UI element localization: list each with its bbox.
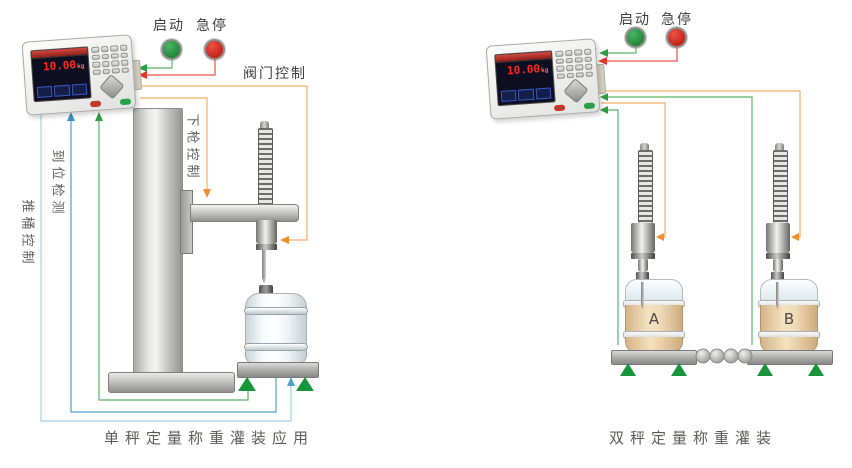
weight-unit: kg (540, 66, 549, 75)
indicator-green-key (583, 102, 596, 110)
display-weight-value: 10.00kg (496, 59, 553, 79)
right-valve-b-wire (601, 90, 801, 238)
right-valve-a-wire (601, 102, 666, 238)
left-estop-wire (147, 58, 216, 76)
gun-down-control-label: 下枪控制 (184, 113, 200, 182)
barrel-rib (244, 307, 308, 315)
display-status-cells (36, 83, 88, 98)
estop-button (666, 27, 687, 48)
load-cell-triangle (296, 377, 314, 391)
right-start-label: 启动 (619, 12, 651, 28)
scale-a-platform (611, 350, 697, 365)
right-wire-arrows (598, 49, 799, 241)
indicator-green-key (119, 98, 132, 106)
gun-a-cylinder (631, 223, 655, 253)
gun-a-nozzle (641, 282, 644, 310)
left-load-cells (238, 377, 314, 391)
gun-b-nozzle (776, 282, 779, 310)
roller (709, 348, 725, 364)
conveyor-rollers (695, 348, 753, 364)
gun-a-threaded-rod (638, 150, 653, 223)
right-scale-a-signal-wire (608, 109, 619, 345)
gun-a-shaft (638, 259, 648, 272)
left-estop-label: 急停 (196, 18, 228, 34)
fill-gun-cylinder (256, 220, 277, 244)
indicator-display: 10.00kg (30, 46, 92, 103)
arm-bracket (180, 190, 193, 254)
start-button (161, 39, 182, 60)
weight-unit: kg (76, 62, 85, 71)
indicator-housing: 10.00kg (485, 38, 601, 120)
start-button (625, 27, 646, 48)
roller (695, 348, 711, 364)
display-status-cells (500, 87, 552, 102)
indicator-nav-pad (99, 74, 125, 100)
barrel (244, 293, 308, 365)
indicator-housing: 10.00kg (21, 34, 137, 116)
barrel-a: A (623, 279, 685, 352)
weighing-indicator: 10.00kg (485, 38, 607, 120)
indicator-keypad (555, 48, 593, 80)
fill-gun-threaded-rod (258, 128, 273, 206)
weight-digits: 10.00 (506, 62, 541, 78)
roller (723, 348, 739, 364)
right-estop-wire (607, 47, 678, 62)
weight-digits: 10.00 (42, 58, 77, 74)
barrel-b: B (758, 279, 820, 352)
position-detect-label: 到位检测 (49, 149, 65, 218)
right-estop-label: 急停 (661, 12, 693, 28)
fill-nozzle (262, 250, 266, 284)
scale-b-platform (747, 350, 833, 365)
valve-control-label: 阀门控制 (243, 66, 307, 82)
scale-platform (237, 362, 319, 378)
left-diagram-caption: 单秤定量称重灌装应用 (103, 429, 314, 447)
push-barrel-control-label: 推桶控制 (19, 199, 35, 268)
indicator-red-key (89, 100, 102, 108)
gun-b-shaft (773, 259, 783, 272)
barrel-b-label: B (783, 310, 795, 328)
barrel-a-label: A (648, 310, 660, 328)
support-arm (190, 204, 299, 222)
right-start-wire (608, 47, 637, 54)
gun-b-threaded-rod (773, 150, 788, 223)
display-weight-value: 10.00kg (32, 55, 89, 75)
load-cell-triangle (238, 377, 256, 391)
fill-gun-cylinder-ring (256, 244, 277, 250)
column-base (108, 372, 235, 393)
weighing-indicator: 10.00kg (21, 34, 143, 116)
gun-b-cylinder (766, 223, 790, 253)
indicator-red-key (553, 104, 566, 112)
column-pillar (133, 108, 183, 374)
gun-b-connector (771, 272, 784, 282)
gun-b-cylinder-ring (766, 253, 790, 259)
right-diagram-caption: 双秤定量称重灌装 (608, 429, 777, 447)
barrel-rib (244, 343, 308, 351)
indicator-display: 10.00kg (494, 50, 556, 107)
indicator-nav-pad (563, 78, 589, 104)
indicator-keypad (91, 44, 129, 76)
left-start-label: 启动 (153, 18, 185, 34)
estop-button (204, 39, 225, 60)
